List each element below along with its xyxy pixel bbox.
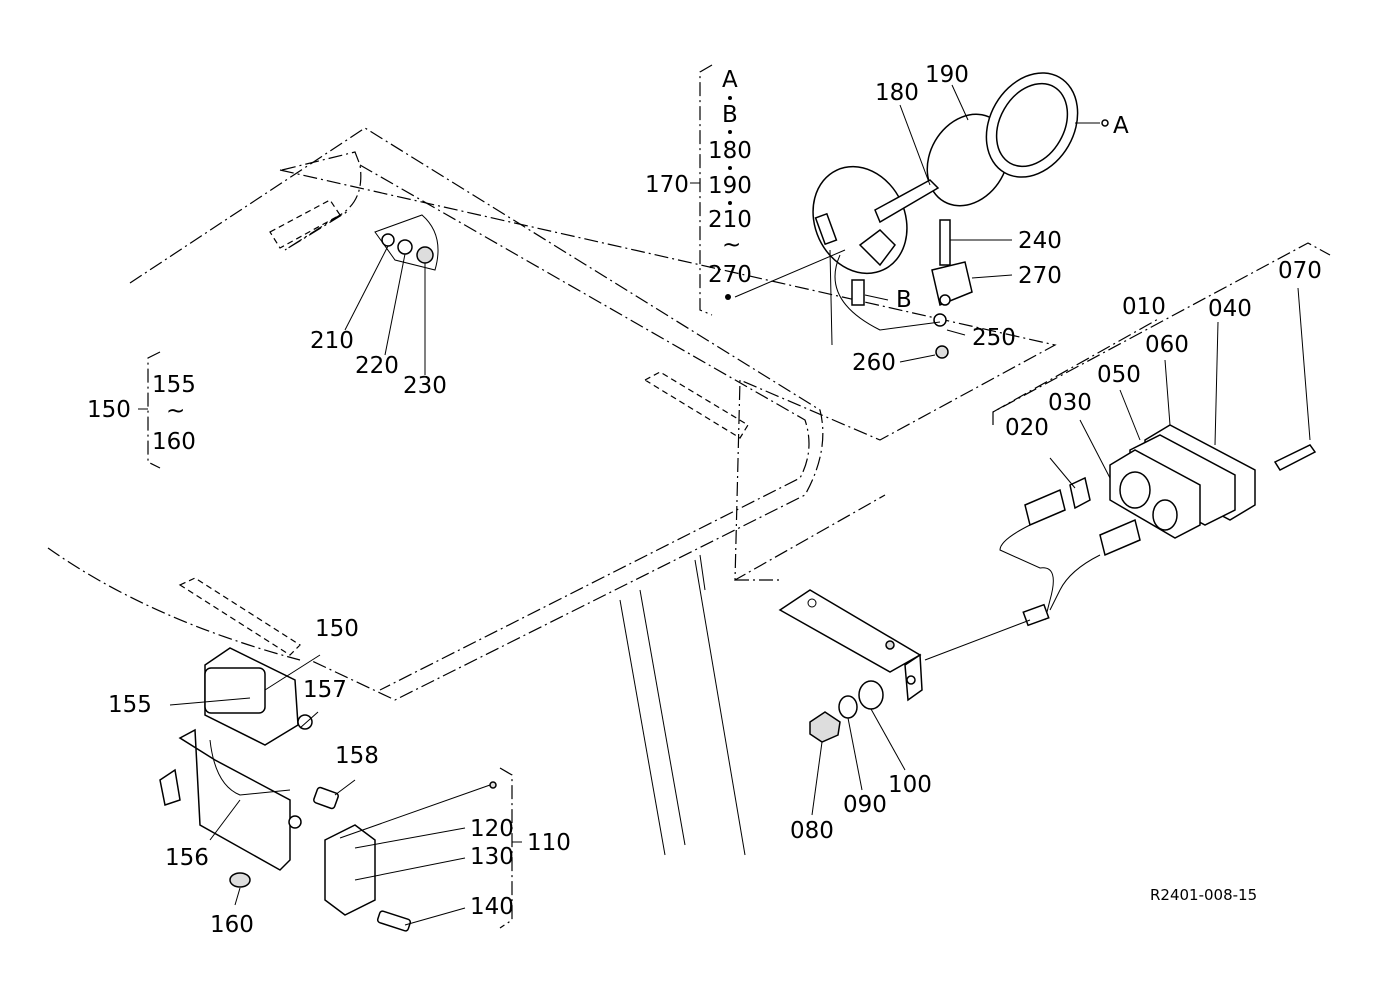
label-050: 050 — [1097, 362, 1141, 388]
label-040: 040 — [1208, 296, 1252, 322]
label-030: 030 — [1048, 390, 1092, 416]
label-110: 110 — [527, 830, 571, 856]
group-150-bracket — [138, 351, 161, 469]
label-260: 260 — [852, 350, 896, 376]
group-110-bracket — [499, 767, 522, 929]
ref-b-label: B — [896, 287, 912, 313]
label-230: 230 — [403, 373, 447, 399]
lamp-bracket — [778, 589, 923, 816]
mount-hardware-210-230 — [344, 214, 439, 375]
label-070: 070 — [1278, 258, 1322, 284]
group-150-item: 160 — [152, 429, 196, 455]
group-150-item: ~ — [166, 398, 185, 424]
group-170-item: 190 — [708, 173, 752, 199]
label-210: 210 — [310, 328, 354, 354]
label-270: 270 — [1018, 263, 1062, 289]
group-150-items: 155 ~ 160 — [152, 372, 196, 455]
group-170-bracket — [690, 64, 713, 316]
label-130: 130 — [470, 844, 514, 870]
label-157: 157 — [303, 677, 347, 703]
group-170-item: ~ — [722, 232, 741, 258]
label-190: 190 — [925, 62, 969, 88]
label-155b: 155 — [108, 692, 152, 718]
label-180: 180 — [875, 80, 919, 106]
label-170: 170 — [645, 172, 689, 198]
work-light-assembly — [812, 72, 1109, 359]
label-120: 120 — [470, 816, 514, 842]
rear-lamp-assembly — [924, 242, 1331, 661]
label-240: 240 — [1018, 228, 1062, 254]
fender-outline — [47, 127, 1057, 856]
group-170-item: 180 — [708, 138, 752, 164]
label-220: 220 — [355, 353, 399, 379]
label-060: 060 — [1145, 332, 1189, 358]
label-156: 156 — [165, 845, 209, 871]
group-150-item: 155 — [152, 372, 196, 398]
label-150: 150 — [87, 397, 131, 423]
group-170-item: A — [722, 67, 738, 93]
group-170-item: 210 — [708, 207, 752, 233]
label-020: 020 — [1005, 415, 1049, 441]
label-150b: 150 — [315, 616, 359, 642]
label-158: 158 — [335, 743, 379, 769]
label-140: 140 — [470, 894, 514, 920]
side-lamp-assembly — [159, 647, 497, 932]
group-170-item: B — [722, 102, 738, 128]
label-090: 090 — [843, 792, 887, 818]
label-100: 100 — [888, 772, 932, 798]
drawing-reference: R2401-008-15 — [1150, 886, 1257, 904]
label-080: 080 — [790, 818, 834, 844]
label-160b: 160 — [210, 912, 254, 938]
label-250: 250 — [972, 325, 1016, 351]
group-170-items: A B 180 190 210 ~ 270 — [708, 67, 752, 300]
ref-a-label: A — [1113, 113, 1129, 139]
leader-lines — [734, 84, 1311, 489]
label-010: 010 — [1122, 294, 1166, 320]
part-labels: 170 180 190 240 270 250 260 210 220 230 … — [87, 62, 1322, 938]
group-170-item: 270 — [708, 262, 752, 288]
